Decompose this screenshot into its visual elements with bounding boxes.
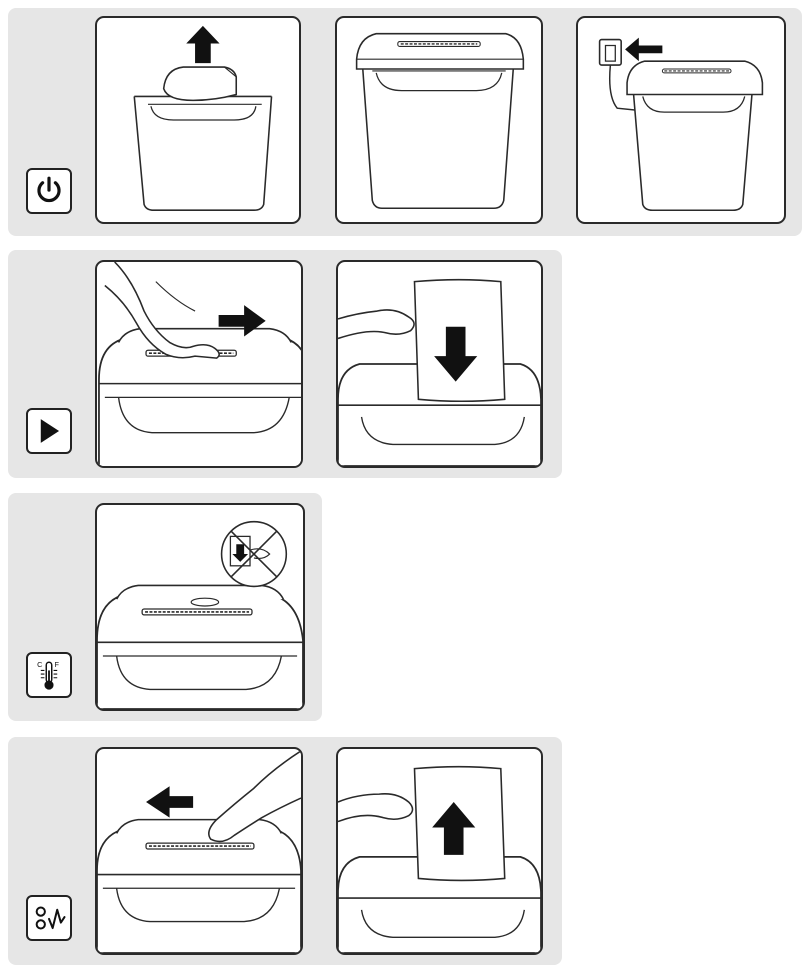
thermo-label-f: F xyxy=(54,660,59,669)
panel-slide-switch-to-reverse xyxy=(95,747,303,955)
panel-lift-cutting-head xyxy=(95,16,301,224)
play-icon xyxy=(26,408,72,454)
panel-slide-switch-to-auto xyxy=(95,260,303,468)
reverse-icon xyxy=(26,895,72,941)
power-icon xyxy=(26,168,72,214)
panel-plug-into-wall-socket xyxy=(576,16,786,224)
thermo-label-c: C xyxy=(37,660,42,669)
panel-overheat-do-not-insert-paper xyxy=(95,503,305,711)
thermometer-icon: C F xyxy=(26,652,72,698)
panel-insert-paper-downward xyxy=(336,260,543,468)
panel-place-cutting-head-on-bin xyxy=(335,16,543,224)
panel-withdraw-paper-upward xyxy=(336,747,543,955)
